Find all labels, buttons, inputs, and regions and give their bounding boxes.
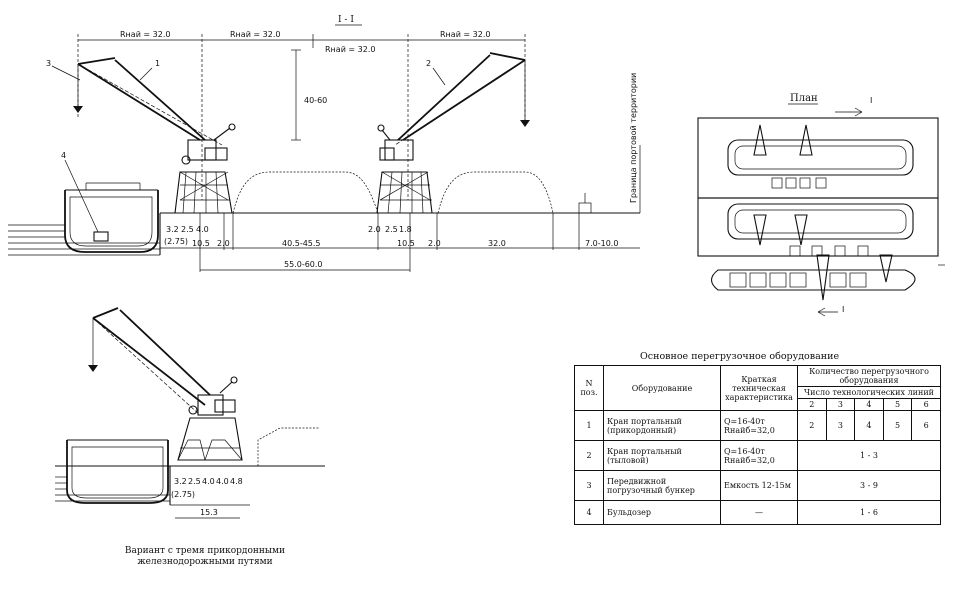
variant-caption-line-1: Вариант с тремя прикордонными [124, 546, 286, 556]
dim-bottom-d5: 4.8 [230, 477, 243, 486]
dim-bottom-d6: (2.75) [171, 490, 195, 499]
callout-2: 2 [426, 59, 431, 68]
dim-top-d11: 2.0 [428, 239, 441, 248]
variant-stockpile [257, 427, 320, 466]
header-num: N поз. [574, 365, 604, 411]
plan-lower-block [697, 197, 939, 257]
ship-hull [64, 182, 159, 253]
line-count: 2 [797, 398, 827, 411]
dim-top-d1: 3.2 [166, 225, 179, 234]
row-spec: Q=16-40т Rнайб=32,0 [720, 410, 798, 441]
crane-2 [376, 52, 530, 214]
row-spec: Емкость 12-15м [720, 470, 798, 501]
dim-top-d6: 40.5-45.5 [282, 239, 321, 248]
plan-view: План I I [697, 93, 945, 317]
table-row: 3 Передвижной погрузочный бункер Емкость… [574, 470, 941, 501]
row-spec: — [720, 500, 798, 525]
boundary-label: Граница портовой территории [629, 73, 638, 203]
callout-4: 4 [61, 151, 66, 160]
dim-top-d2: 2.5 [181, 225, 194, 234]
section-variant: 3.2 2.5 4.0 4.0 4.8 (2.75) 15.3 [55, 307, 325, 519]
row-qty: 6 [911, 410, 941, 441]
table-row: 2 Кран портальный (тыловой) Q=16-40т Rна… [574, 440, 941, 471]
line-count: 3 [825, 398, 856, 411]
header-spec: Краткая техническая характеристика [720, 365, 798, 411]
dim-bottom-d3: 4.0 [202, 477, 215, 486]
dim-top-d10: 10.5 [397, 239, 415, 248]
row-name: Кран портальный (прикордонный) [603, 410, 721, 441]
line-count: 6 [911, 398, 941, 411]
section-top: I - I Rнай = 32.0 Rнай = 32.0 Rнай = 32.… [8, 15, 641, 272]
dim-top-d3: 4.0 [196, 225, 209, 234]
plan-cranes [753, 124, 893, 301]
variant-caption-line-2: железнодорожными путями [137, 557, 273, 567]
stockpile-1 [232, 171, 379, 214]
callout-3: 3 [46, 59, 51, 68]
bulldozer [93, 231, 109, 242]
plan-title: План [790, 93, 818, 104]
table-row: 1 Кран портальный (прикордонный) Q=16-40… [574, 410, 941, 441]
line-count: 4 [854, 398, 884, 411]
dim-top-d12: 32.0 [488, 239, 506, 248]
dim-top-d8: 2.5 [385, 225, 398, 234]
variant-ship [66, 440, 169, 504]
table-title: Основное перегрузочное оборудование [640, 351, 840, 362]
variant-caption: Вариант с тремя прикордонными железнодор… [110, 546, 300, 568]
plan-ship [710, 269, 916, 291]
plan-hatches [729, 272, 867, 288]
dim-bottom-d7: 15.3 [200, 508, 218, 517]
header-lines: Число технологических линий [797, 386, 941, 399]
dim-bottom-d1: 3.2 [174, 477, 187, 486]
stockpile-2 [437, 171, 554, 214]
row-num: 1 [574, 410, 604, 441]
line-count: 5 [882, 398, 913, 411]
dim-bottom-d4: 4.0 [216, 477, 229, 486]
row-spec: Q=16-40т Rнайб=32,0 [720, 440, 798, 471]
dim-top-d7: 2.0 [368, 225, 381, 234]
rear-track [578, 202, 592, 214]
cut-mark-top: I [870, 96, 872, 105]
dim-top-d13: 7.0-10.0 [585, 239, 618, 248]
height-label: 40-60 [304, 96, 327, 105]
reach-label-1: Rнай = 32.0 [120, 30, 171, 39]
row-qty-span: 1 - 3 [797, 440, 941, 471]
plan-bunkers [771, 177, 869, 257]
cut-mark-bottom: I [842, 305, 844, 314]
dim-top-overall: 55.0-60.0 [284, 260, 323, 269]
section-mark: I - I [338, 15, 354, 25]
header-qty: Количество перегрузочного оборудования [797, 365, 941, 387]
dim-top-d14: (2.75) [164, 237, 188, 246]
equipment-table: N поз. Оборудование Краткая техническая … [574, 365, 941, 525]
row-num: 2 [574, 440, 604, 471]
row-qty: 5 [882, 410, 913, 441]
header-equipment: Оборудование [603, 365, 721, 411]
reach-label-4: Rнай = 32.0 [440, 30, 491, 39]
row-num: 3 [574, 470, 604, 501]
dim-top-d9: 1.8 [399, 225, 412, 234]
plan-upper-block [697, 117, 939, 199]
dim-top-d4: 10.5 [192, 239, 210, 248]
row-qty: 3 [825, 410, 856, 441]
dim-top-d5: 2.0 [217, 239, 230, 248]
reach-label-3: Rнай = 32.0 [325, 45, 376, 54]
table-row: 4 Бульдозер — 1 - 6 [574, 500, 941, 525]
row-name: Бульдозер [603, 500, 721, 525]
row-qty-span: 1 - 6 [797, 500, 941, 525]
crane-1 [73, 57, 236, 214]
row-qty-span: 3 - 9 [797, 470, 941, 501]
callout-1: 1 [155, 59, 160, 68]
row-qty: 2 [797, 410, 827, 441]
dim-bottom-d2: 2.5 [188, 477, 201, 486]
variant-portal [177, 417, 243, 461]
row-name: Передвижной погрузочный бункер [603, 470, 721, 501]
reach-label-2: Rнай = 32.0 [230, 30, 281, 39]
row-num: 4 [574, 500, 604, 525]
row-name: Кран портальный (тыловой) [603, 440, 721, 471]
water [8, 224, 160, 256]
row-qty: 4 [854, 410, 884, 441]
